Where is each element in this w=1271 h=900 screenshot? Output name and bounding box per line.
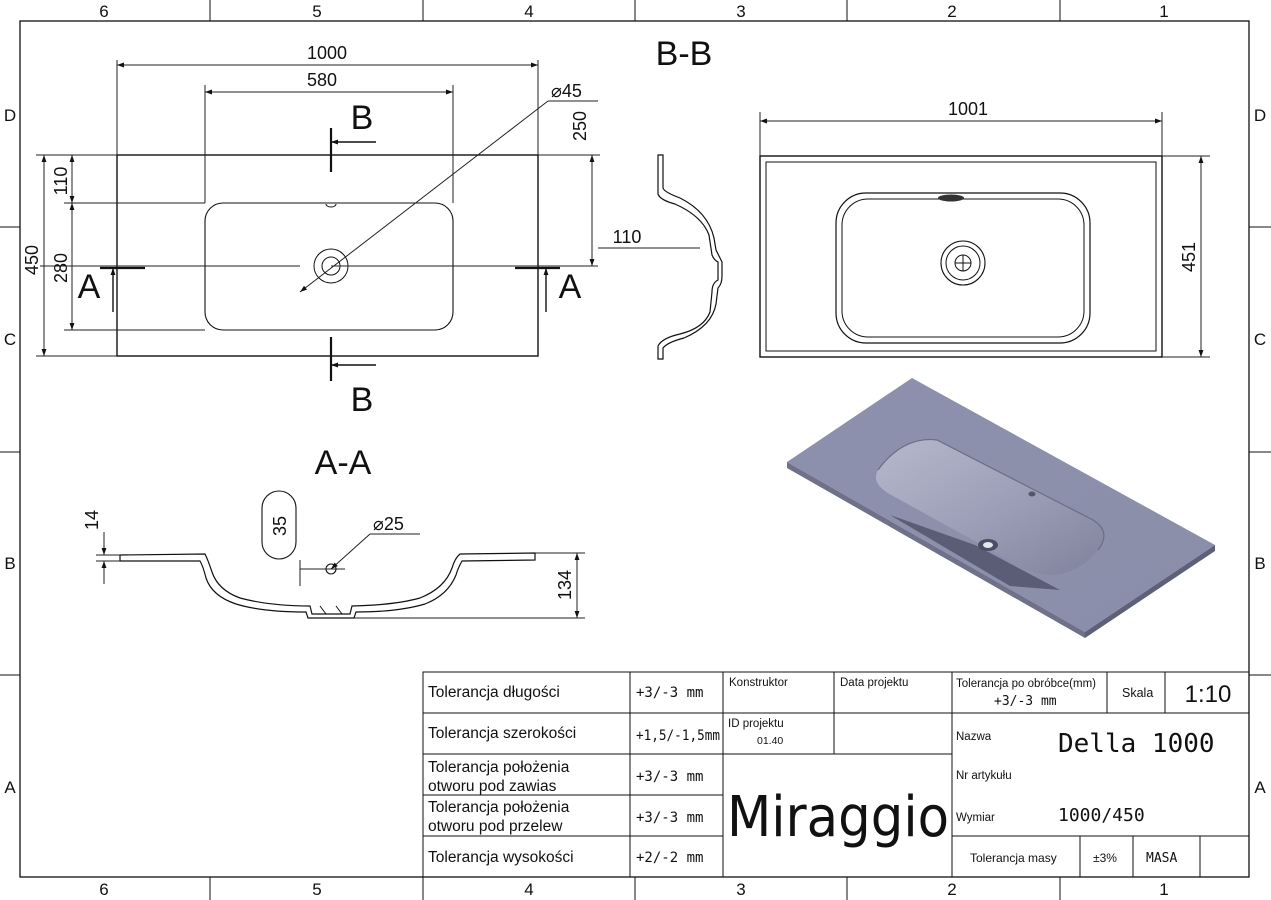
dim-hole-diameter: ⌀45 — [551, 81, 582, 101]
isometric-sink-render — [787, 378, 1215, 638]
tol-label-overflow-1: Tolerancja położenia — [428, 799, 570, 816]
col-label-1: 1 — [1159, 2, 1168, 21]
dim-basin-width: 580 — [307, 70, 337, 90]
tol-masy-value: ±3% — [1093, 851, 1117, 865]
section-bb-view: B-B 110 — [598, 35, 723, 360]
row-label-b-right: B — [1254, 554, 1265, 573]
col-label-5-bottom: 5 — [312, 880, 321, 899]
tol-value-width: +1,5/-1,5mm — [636, 728, 720, 744]
section-aa-profile — [119, 552, 536, 619]
skala-label: Skala — [1122, 686, 1153, 700]
dim-bb-depth: 110 — [613, 227, 642, 247]
row-label-d: D — [4, 106, 16, 125]
tol-value-height: +2/-2 mm — [636, 850, 703, 866]
tol-label-width: Tolerancja szerokości — [428, 725, 576, 742]
skala-value: 1:10 — [1185, 681, 1232, 708]
tol-label-hinge-1: Tolerancja położenia — [428, 759, 570, 776]
section-bb-title: B-B — [656, 35, 713, 73]
tol-obrobka-value: +3/-3 mm — [994, 694, 1057, 709]
section-aa-view: A-A 14 35 ⌀25 134 — [82, 444, 585, 619]
dim-aa-thickness: 14 — [82, 510, 102, 530]
row-label-b: B — [4, 554, 15, 573]
right-drain-outer — [940, 240, 986, 286]
nazwa-label: Nazwa — [956, 731, 992, 743]
right-basin-outer — [835, 192, 1091, 344]
tol-label-hinge-2: otworu pod zawias — [428, 778, 557, 795]
col-label-4-bottom: 4 — [524, 880, 533, 899]
masa-label: MASA — [1146, 851, 1177, 866]
tol-obrobka-label: Tolerancja po obróbce(mm) — [956, 678, 1096, 690]
section-marker-b-bottom: B — [351, 381, 374, 419]
dim-aa-slot: 35 — [270, 516, 290, 536]
dim-right-height: 451 — [1179, 242, 1199, 272]
section-marker-a-left: A — [78, 268, 101, 306]
tol-label-overflow-2: otworu pod przelew — [428, 818, 563, 835]
id-projektu-value: 01.40 — [757, 735, 783, 747]
col-label-3-bottom: 3 — [736, 880, 745, 899]
dim-right-width: 1001 — [948, 99, 988, 119]
right-top-view: 1001 451 — [759, 99, 1210, 358]
top-view: 1000 580 ⌀45 250 450 110 280 B B — [22, 43, 600, 419]
tol-value-length: +3/-3 mm — [636, 685, 703, 701]
col-label-2: 2 — [947, 2, 956, 21]
row-label-c-right: C — [1254, 330, 1266, 349]
col-label-2-bottom: 2 — [947, 880, 956, 899]
section-marker-a-right: A — [559, 268, 582, 306]
col-label-1-bottom: 1 — [1159, 880, 1168, 899]
overflow-slot — [261, 490, 297, 560]
wymiar-value: 1000/450 — [1058, 805, 1145, 826]
dim-aa-height: 134 — [555, 570, 575, 600]
row-label-c: C — [4, 330, 16, 349]
row-label-a-right: A — [1254, 778, 1266, 797]
nr-artykulu-label: Nr artykułu — [956, 770, 1012, 782]
brand-logo-text: Miraggio — [727, 785, 949, 850]
col-label-3: 3 — [736, 2, 745, 21]
dim-aa-hole: ⌀25 — [373, 514, 404, 534]
iso-basin — [875, 439, 1104, 576]
title-block: Tolerancja długości Tolerancja szerokośc… — [422, 671, 1250, 878]
col-label-6-bottom: 6 — [99, 880, 108, 899]
dim-top-width: 1000 — [307, 43, 347, 63]
dim-top-height: 450 — [22, 245, 42, 275]
id-projektu-label: ID projektu — [728, 718, 784, 730]
row-label-a: A — [4, 778, 16, 797]
section-marker-b-top: B — [351, 99, 374, 137]
tol-value-hinge: +3/-3 mm — [636, 769, 703, 785]
section-aa-title: A-A — [315, 444, 372, 482]
col-label-4: 4 — [524, 2, 533, 21]
row-label-d-right: D — [1254, 106, 1266, 125]
section-bb-profile — [657, 154, 723, 360]
wymiar-label: Wymiar — [956, 812, 995, 824]
tol-value-overflow: +3/-3 mm — [636, 810, 703, 826]
dim-edge-to-drain: 250 — [570, 111, 590, 141]
data-projektu-label: Data projektu — [840, 677, 908, 689]
nazwa-value: Della 1000 — [1058, 729, 1215, 759]
dim-basin-depth: 280 — [51, 253, 71, 283]
tol-label-length: Tolerancja długości — [428, 684, 560, 701]
col-label-6: 6 — [99, 2, 108, 21]
tol-label-height: Tolerancja wysokości — [428, 849, 574, 866]
tol-masy-label: Tolerancja masy — [970, 851, 1057, 865]
dim-edge-to-basin: 110 — [51, 167, 71, 196]
col-label-5: 5 — [312, 2, 321, 21]
konstruktor-label: Konstruktor — [729, 677, 788, 689]
